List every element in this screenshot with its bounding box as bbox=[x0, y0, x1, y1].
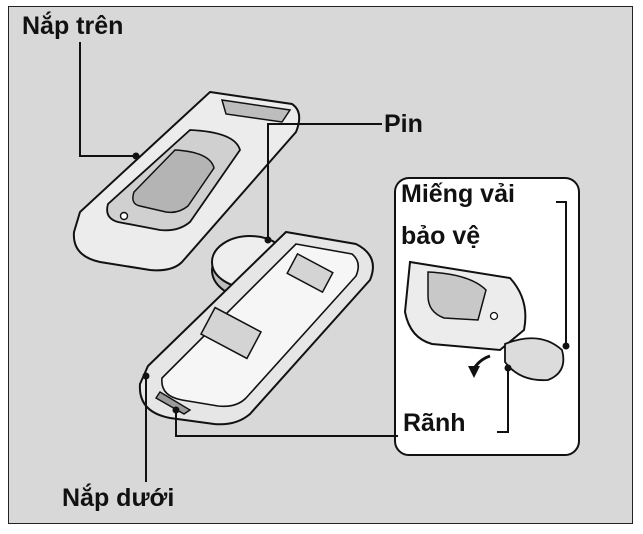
groove-label: Rãnh bbox=[403, 409, 466, 437]
leader-dots bbox=[132, 152, 570, 414]
bottom-cover-shell bbox=[138, 230, 374, 426]
bottom-cover-label: Nắp dưới bbox=[62, 484, 175, 512]
top-cover-shell bbox=[72, 90, 301, 272]
top-cover-label: Nắp trên bbox=[22, 12, 124, 40]
inset-detail bbox=[394, 177, 580, 456]
leader-lines bbox=[79, 42, 567, 482]
battery-label: Pin bbox=[384, 110, 423, 138]
protective-cloth-label-line1: Miếng vải bbox=[401, 180, 515, 208]
protective-cloth-label-line2: bảo vệ bbox=[401, 222, 481, 250]
